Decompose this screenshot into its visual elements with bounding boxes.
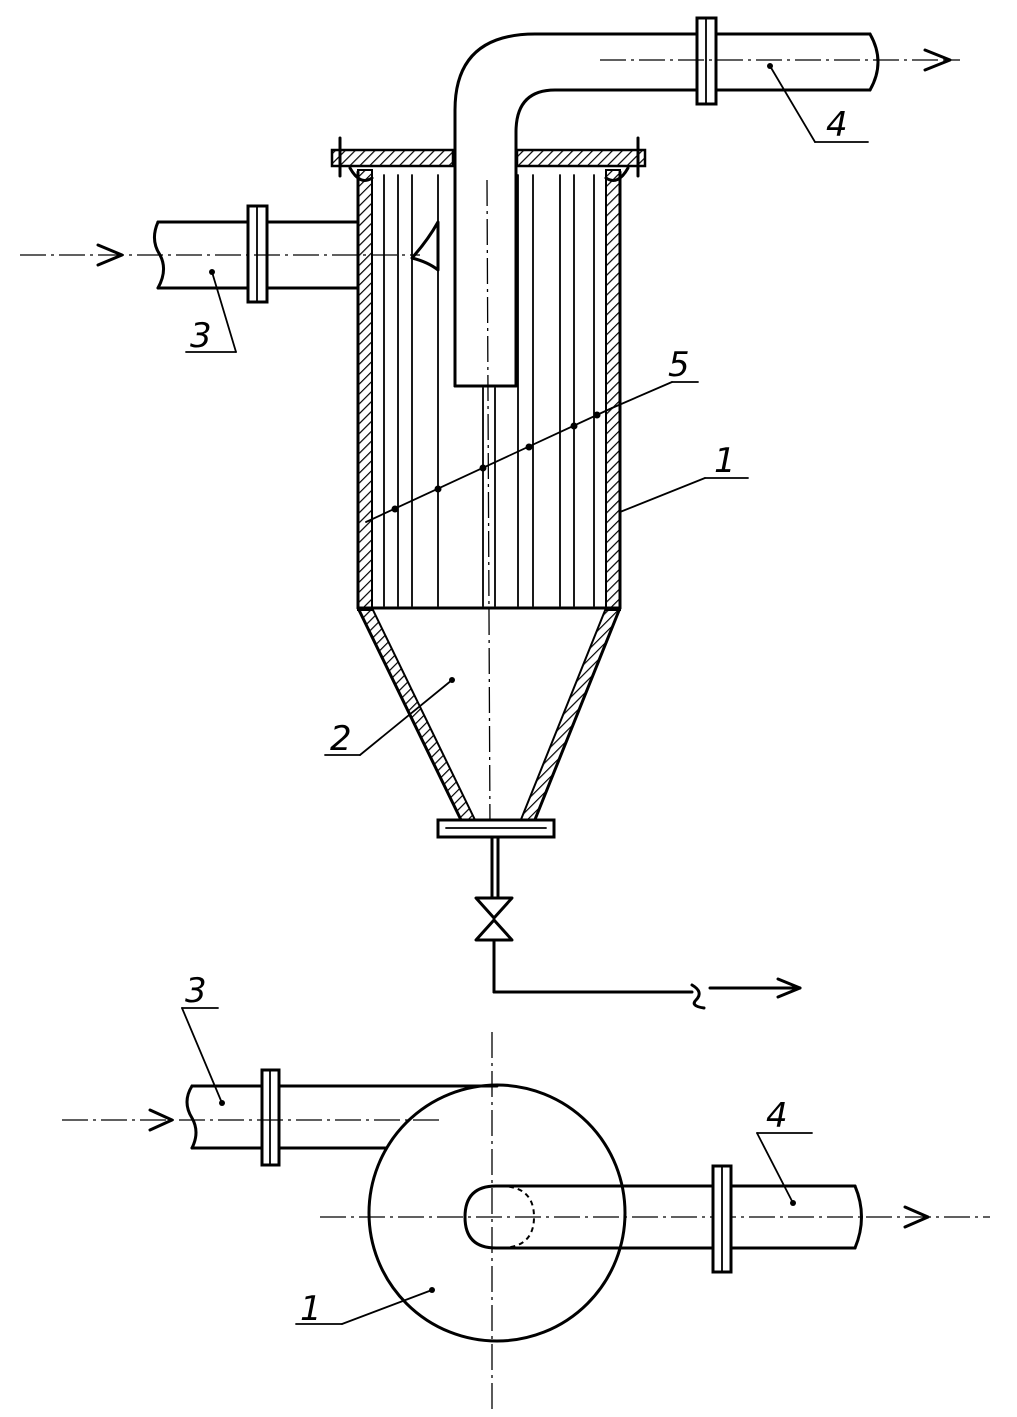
plan-view <box>62 1007 990 1410</box>
guide-plates <box>383 174 595 607</box>
elevation-leaders <box>185 63 869 756</box>
elevation-centerline <box>486 179 491 831</box>
label-shell: 1 <box>714 441 736 481</box>
elevation-view <box>20 16 960 1010</box>
plan-outlet-pipe <box>463 1164 930 1274</box>
plan-leaders <box>181 1007 813 1325</box>
label-outlet: 4 <box>826 105 848 145</box>
top-cover <box>330 136 647 182</box>
drain-line <box>474 835 802 1010</box>
label-plan-inlet: 3 <box>185 971 207 1011</box>
label-plan-shell: 1 <box>300 1289 322 1329</box>
outlet-pipe <box>453 16 960 388</box>
label-plates: 5 <box>668 345 690 385</box>
cylinder-shell <box>356 169 622 611</box>
plan-shell-circle <box>367 1083 627 1343</box>
cone-hopper <box>356 606 622 839</box>
label-cone: 2 <box>330 719 352 759</box>
inclined-plate <box>365 407 613 523</box>
inlet-pipe <box>20 204 420 304</box>
label-inlet: 3 <box>190 316 212 356</box>
label-plan-outlet: 4 <box>766 1096 788 1136</box>
plan-inlet-pipe <box>62 1068 499 1167</box>
